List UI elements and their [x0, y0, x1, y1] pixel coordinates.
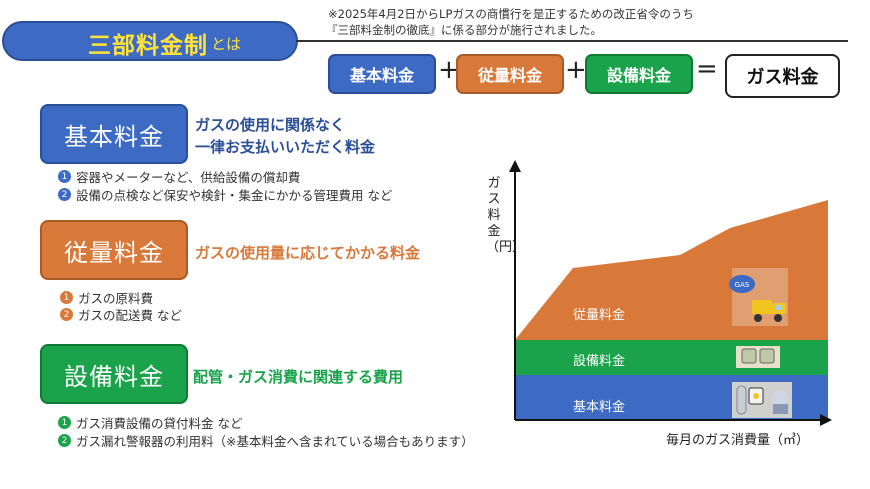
- equation-base-fee: 基本料金: [328, 54, 436, 94]
- usage-fee-area: [515, 200, 828, 340]
- notice-line-1: ※2025年4月2日からLPガスの商慣行を是正するための改正省令のうち: [328, 7, 694, 21]
- title-divider: [296, 40, 848, 42]
- list-item-text: ガス消費設備の貸付料金 など: [76, 416, 243, 431]
- page-title-suffix: とは: [211, 35, 242, 53]
- equipment-fee-description: 配管・ガス消費に関連する費用: [193, 368, 404, 386]
- x-axis-label: 毎月のガス消費量（㎥）: [666, 433, 810, 448]
- gas-tag-text: GAS: [735, 281, 750, 289]
- gas-alarm-icon: [736, 346, 780, 368]
- list-item: 2 ガスの配送費 など: [60, 305, 182, 324]
- list-item-text: 容器やメーターなど、供給設備の償却費: [76, 170, 301, 185]
- number-badge: 2: [60, 308, 73, 321]
- notice-line-2: 『三部料金制の徹底』に係る部分が施行されました。: [326, 23, 602, 37]
- x-axis-arrow: [820, 414, 832, 426]
- number-badge: 2: [58, 188, 71, 201]
- list-item-text: ガス漏れ警報器の利用料（※基本料金へ含まれている場合もあります）: [76, 434, 474, 449]
- equipment-fee-band-label: 設備料金: [573, 354, 626, 369]
- y-axis-label: ガス料金（円）: [486, 176, 526, 255]
- list-item: 2 設備の点検など保安や検針・集金にかかる管理費用 など: [58, 185, 392, 204]
- number-badge: 1: [58, 170, 71, 183]
- list-item: 1 ガス消費設備の貸付料金 など: [58, 413, 242, 432]
- number-badge: 2: [58, 434, 71, 447]
- base-fee-desc-line-1: ガスの使用に関係なく: [195, 116, 346, 134]
- list-item: 2 ガス漏れ警報器の利用料（※基本料金へ含まれている場合もあります）: [58, 431, 474, 450]
- title-pill: [2, 21, 298, 61]
- list-item: 1 容器やメーターなど、供給設備の償却費: [58, 167, 300, 186]
- usage-fee-box: 従量料金: [40, 220, 188, 280]
- base-fee-description: ガスの使用に関係なく 一律お支払いいただく料金: [195, 114, 375, 158]
- plus-sign: +: [438, 55, 460, 85]
- base-fee-box: 基本料金: [40, 104, 188, 164]
- list-item: 1 ガスの原料費: [60, 288, 153, 307]
- gas-truck-icon: GAS: [729, 268, 788, 326]
- page-title: 三部料金制: [88, 33, 208, 59]
- equipment-fee-box: 設備料金: [40, 344, 188, 404]
- list-item-text: ガスの配送費 など: [78, 308, 182, 323]
- list-item-text: ガスの原料費: [78, 291, 154, 306]
- equation-usage-fee: 従量料金: [456, 54, 564, 94]
- base-fee-desc-line-2: 一律お支払いいただく料金: [195, 138, 376, 156]
- fee-structure-chart: GAS: [509, 160, 832, 426]
- base-fee-band-label: 基本料金: [573, 400, 626, 415]
- number-badge: 1: [58, 416, 71, 429]
- y-axis-arrow: [509, 160, 521, 172]
- equals-sign: =: [696, 54, 718, 84]
- plus-sign: +: [565, 55, 587, 85]
- equipment-fee-band: [515, 340, 828, 375]
- equation-total-gas-fee: ガス料金: [725, 54, 840, 98]
- usage-fee-description: ガスの使用量に応じてかかる料金: [195, 244, 421, 262]
- equation-equipment-fee: 設備料金: [585, 54, 693, 94]
- usage-fee-band-label: 従量料金: [573, 308, 626, 323]
- number-badge: 1: [60, 291, 73, 304]
- gas-cylinder-meter-icon: [732, 382, 792, 418]
- list-item-text: 設備の点検など保安や検針・集金にかかる管理費用 など: [76, 188, 393, 203]
